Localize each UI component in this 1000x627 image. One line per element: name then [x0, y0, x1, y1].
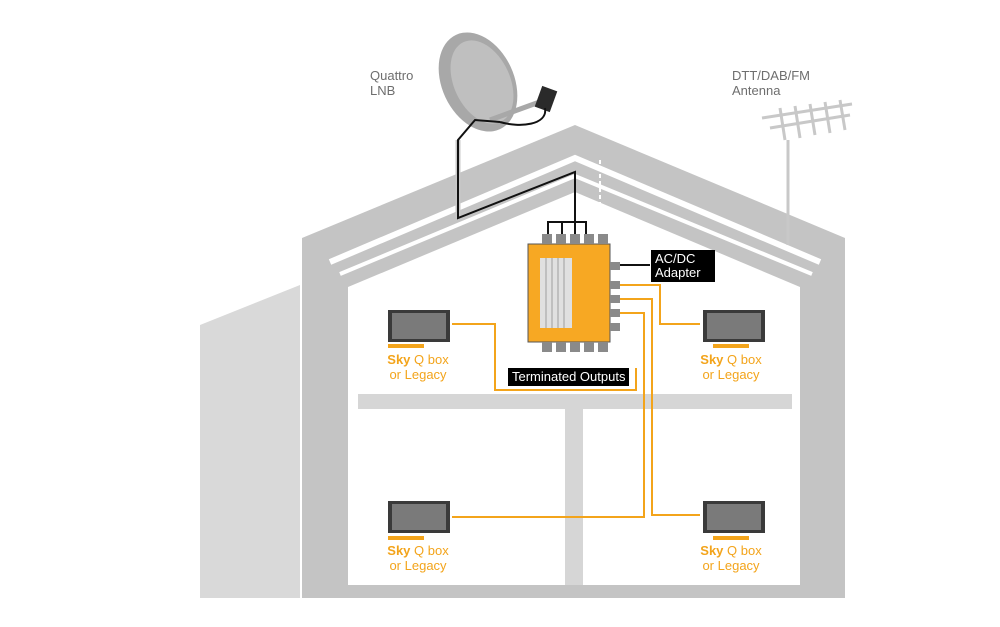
terminated-outputs-tag: Terminated Outputs — [508, 368, 630, 386]
tv-upper-right — [703, 310, 765, 348]
brand-text: Sky — [700, 352, 724, 367]
brand-text: Sky — [700, 543, 724, 558]
center-wall — [565, 408, 583, 585]
antenna-label-line2: Antenna — [732, 83, 781, 98]
dtt-antenna — [761, 99, 853, 245]
house-interior — [348, 192, 800, 585]
lnb-input-cables — [547, 220, 587, 235]
legacy-text: or Legacy — [389, 367, 447, 382]
adapter-tag-line1: AC/DC — [655, 251, 696, 266]
tv-label-lower-right: Sky Q box or Legacy — [671, 543, 791, 573]
distribution-cables — [452, 284, 700, 518]
legacy-text: or Legacy — [702, 367, 760, 382]
house-side-shadow — [200, 285, 300, 598]
lnb-cable — [457, 118, 576, 220]
model-text: Q box — [723, 352, 762, 367]
lnb-label-line2: LNB — [370, 83, 396, 98]
tv-label-lower-left: Sky Q box or Legacy — [358, 543, 478, 573]
tv-upper-left — [388, 310, 450, 348]
brand-text: Sky — [387, 352, 411, 367]
legacy-text: or Legacy — [389, 558, 447, 573]
antenna-label: DTT/DAB/FM Antenna — [732, 68, 810, 98]
tv-label-upper-left: Sky Q box or Legacy — [358, 352, 478, 382]
model-text: Q box — [410, 543, 449, 558]
adapter-tag-line2: Adapter — [655, 265, 701, 280]
roof-line-outer — [328, 154, 822, 265]
tv-lower-right — [703, 501, 765, 540]
tv-label-upper-right: Sky Q box or Legacy — [671, 352, 791, 382]
lnb-label-line1: Quattro — [370, 68, 414, 83]
model-text: Q box — [410, 352, 449, 367]
brand-text: Sky — [387, 543, 411, 558]
multiswitch — [527, 234, 620, 352]
floor-slab — [358, 394, 792, 409]
adapter-tag: AC/DC Adapter — [651, 250, 715, 282]
satellite-dish — [438, 32, 558, 218]
tv-lower-left — [388, 501, 450, 540]
antenna-label-line1: DTT/DAB/FM — [732, 68, 810, 83]
model-text: Q box — [723, 543, 762, 558]
lnb-label: Quattro LNB — [370, 68, 413, 98]
legacy-text: or Legacy — [702, 558, 760, 573]
